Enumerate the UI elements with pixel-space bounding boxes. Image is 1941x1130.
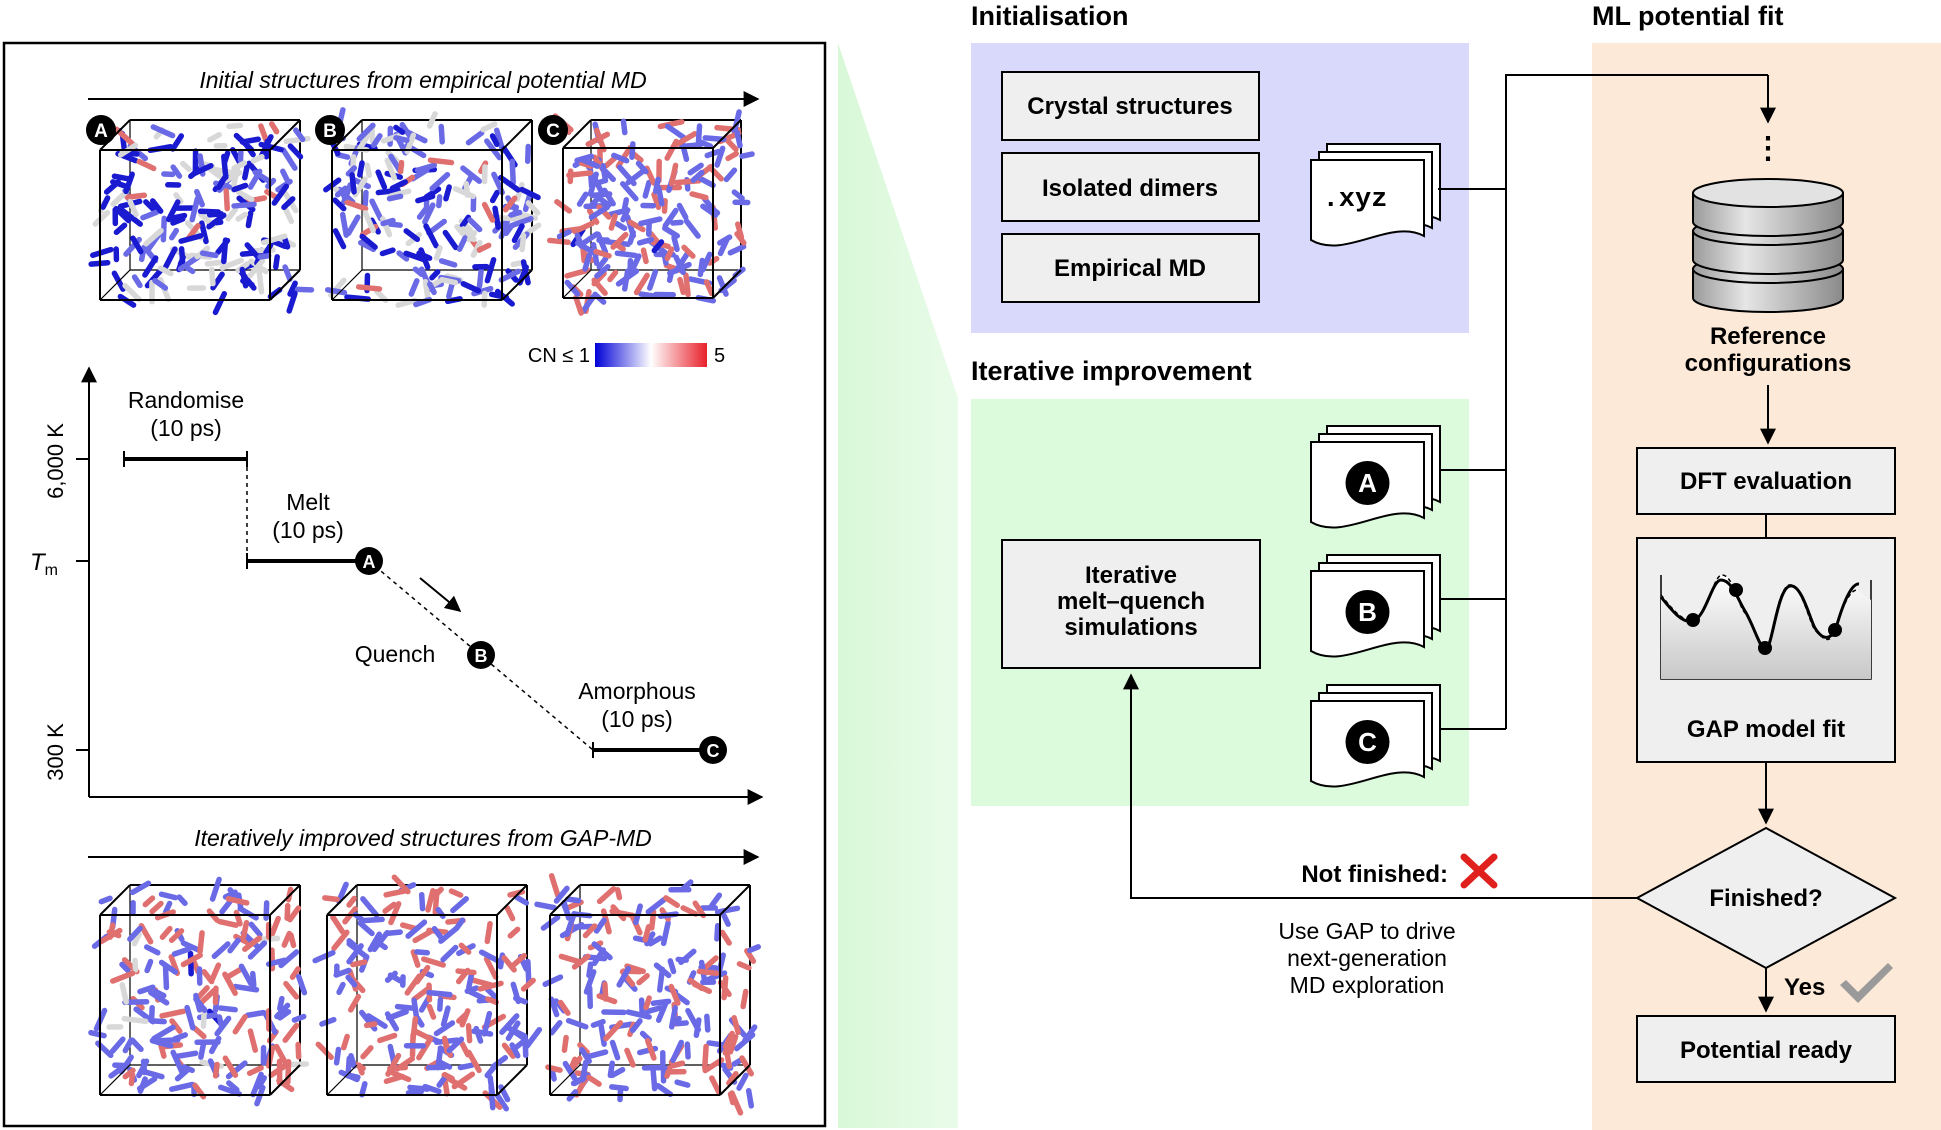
zoom-wedge	[838, 43, 958, 1128]
colorbar-max-label: 5	[714, 345, 725, 367]
timeline-point-c: C	[699, 736, 727, 764]
svg-text:A: A	[363, 552, 376, 572]
y-tick-6000k: 6,000 K	[43, 423, 68, 499]
badge-c: C	[538, 115, 568, 145]
svg-text:Crystal structures: Crystal structures	[1027, 93, 1232, 120]
svg-text:Iterative: Iterative	[1085, 562, 1177, 589]
left-panel: Initial structures from empirical potent…	[2, 41, 827, 1128]
potential-curve-plot	[1659, 574, 1872, 680]
melt-quench-box: Iterative melt–quench simulations	[1001, 539, 1261, 669]
svg-text:Empirical MD: Empirical MD	[1054, 255, 1206, 282]
not-finished-label: Not finished:	[1301, 861, 1448, 888]
structure-b	[321, 107, 542, 308]
check-icon	[1840, 963, 1893, 1003]
randomise-label: Randomise	[128, 387, 244, 413]
reference-label-1: Reference	[1710, 323, 1826, 350]
gap-structure-2	[312, 874, 543, 1112]
colorbar-label: CN ≤ 1	[528, 345, 590, 367]
badge-b: B	[315, 115, 345, 145]
file-stack-c: C	[1310, 684, 1441, 788]
gap-structure-1	[88, 876, 309, 1107]
svg-text:DFT evaluation: DFT evaluation	[1680, 468, 1852, 495]
xyz-file-stack	[1310, 143, 1441, 247]
initialisation-section: Initialisation Crystal structures Isolat…	[971, 1, 1469, 333]
yes-label: Yes	[1784, 974, 1825, 1001]
svg-text:Finished?: Finished?	[1709, 885, 1822, 912]
svg-text:B: B	[1358, 597, 1377, 627]
svg-text:melt–quench: melt–quench	[1057, 588, 1205, 615]
randomise-duration: (10 ps)	[150, 415, 222, 441]
top-arrow-label: Initial structures from empirical potent…	[199, 67, 646, 93]
svg-text:B: B	[475, 646, 488, 666]
ml-fit-section: ML potential fit ⋮ Reference configurati…	[1592, 1, 1941, 1130]
svg-text:Potential ready: Potential ready	[1680, 1037, 1853, 1064]
svg-text:simulations: simulations	[1064, 614, 1197, 641]
timeline-point-a: A	[355, 547, 383, 575]
melt-label: Melt	[286, 489, 330, 515]
feedback-line-2: next-generation	[1287, 945, 1447, 971]
feedback-line-3: MD exploration	[1290, 972, 1445, 998]
crystal-structures-box: Crystal structures	[1001, 71, 1260, 141]
ml-fit-title: ML potential fit	[1592, 1, 1783, 31]
ellipsis-icon: ⋮	[1753, 132, 1783, 165]
amorphous-duration: (10 ps)	[601, 706, 673, 732]
feedback-line-1: Use GAP to drive	[1278, 918, 1455, 944]
structure-a	[88, 119, 315, 316]
empirical-md-box: Empirical MD	[1001, 233, 1260, 303]
gap-model-fit-box: GAP model fit	[1636, 537, 1896, 763]
amorphous-label: Amorphous	[578, 678, 696, 704]
colorbar	[595, 343, 707, 367]
svg-text:C: C	[707, 741, 720, 761]
quench-label: Quench	[355, 641, 436, 667]
iterative-section: Iterative improvement Iterative melt–que…	[971, 356, 1469, 806]
xyz-file-label: .xyz	[1323, 185, 1388, 215]
svg-text:Isolated dimers: Isolated dimers	[1042, 175, 1218, 202]
connectors	[1123, 74, 1776, 1013]
file-stack-b: B	[1310, 554, 1441, 658]
timeline-point-b: B	[467, 641, 495, 669]
badge-a: A	[86, 115, 116, 145]
iterative-title: Iterative improvement	[971, 356, 1252, 386]
initialisation-title: Initialisation	[971, 1, 1129, 31]
melt-duration: (10 ps)	[272, 517, 344, 543]
timeline: 6,000 K Tm 300 K Randomise (10 ps) Melt …	[30, 366, 764, 805]
structure-c	[546, 109, 755, 316]
svg-text:A: A	[94, 121, 108, 142]
isolated-dimers-box: Isolated dimers	[1001, 152, 1260, 222]
reference-label-2: configurations	[1685, 350, 1852, 377]
quench-direction-arrow	[419, 577, 462, 613]
svg-text:GAP model fit: GAP model fit	[1687, 716, 1845, 743]
svg-text:A: A	[1358, 468, 1377, 498]
svg-text:C: C	[1358, 727, 1377, 757]
file-stack-a: A	[1310, 425, 1441, 529]
cross-icon	[1460, 853, 1498, 889]
gap-structure-3	[534, 873, 761, 1116]
y-tick-tm: Tm	[30, 549, 58, 579]
y-tick-300k: 300 K	[43, 723, 68, 781]
dft-evaluation-box: DFT evaluation	[1636, 447, 1896, 515]
potential-ready-box: Potential ready	[1636, 1015, 1896, 1083]
bottom-arrow-label: Iteratively improved structures from GAP…	[194, 825, 652, 851]
svg-text:C: C	[546, 121, 560, 142]
database-icon	[1692, 178, 1844, 313]
svg-text:B: B	[323, 121, 337, 142]
